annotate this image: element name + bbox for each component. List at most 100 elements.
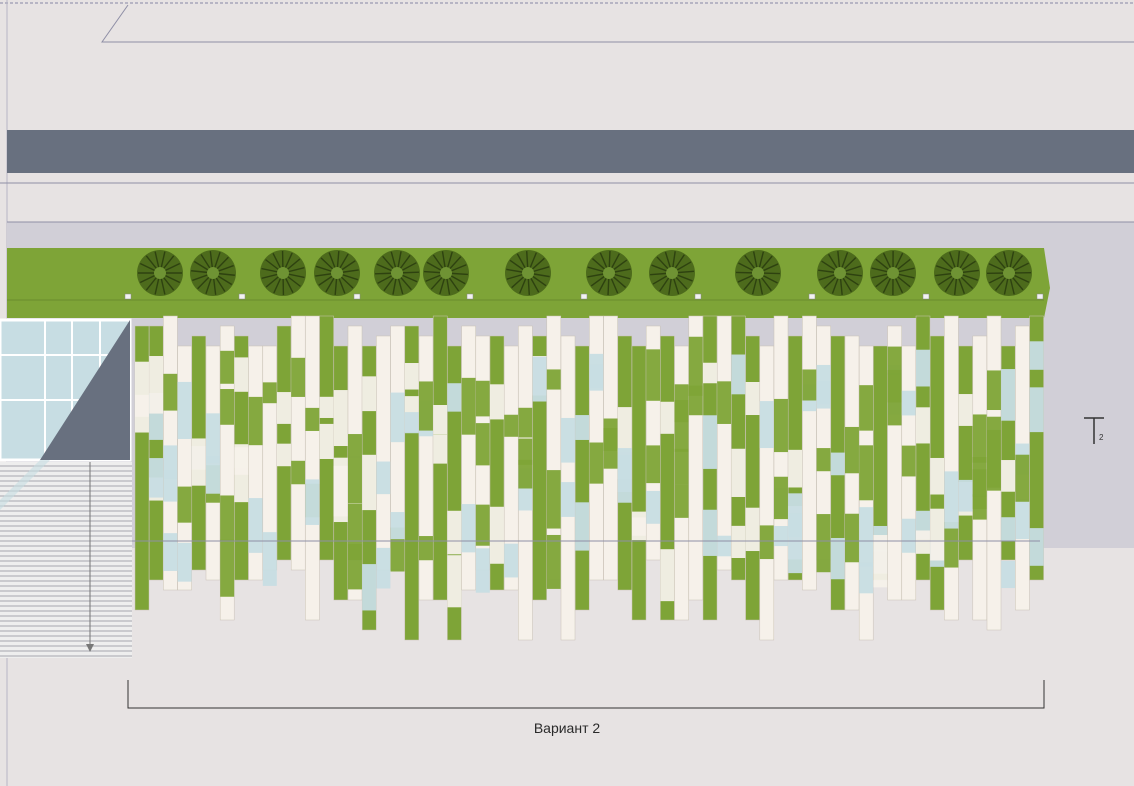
facade-panel-segment	[901, 445, 916, 477]
facade-panel-segment	[774, 476, 788, 520]
stair-diagonal	[0, 460, 50, 510]
facade-panel	[802, 315, 817, 591]
lamp-icon	[1036, 293, 1044, 300]
upper-area-outline	[101, 4, 1134, 43]
facade-panel-segment	[277, 392, 291, 424]
facade-panel-segment	[546, 369, 561, 390]
facade-panel	[290, 315, 306, 571]
facade-panel-segment	[632, 517, 646, 541]
facade-panel-segment	[419, 536, 433, 561]
facade-panel-segment	[163, 373, 178, 411]
facade-panel-segment	[262, 532, 277, 586]
facade-panel-segment	[461, 504, 476, 553]
facade-panel-segment	[589, 442, 604, 484]
facade-panel-segment	[958, 394, 973, 426]
dimension-bracket	[127, 680, 1045, 709]
facade-panel-segment	[291, 460, 306, 485]
facade-panel-segment	[916, 407, 930, 444]
facade-panel-segment	[561, 482, 575, 517]
facade-panel-segment	[859, 507, 874, 567]
facade-panel-segment	[206, 456, 220, 494]
facade-panel-segment	[149, 356, 164, 414]
facade-panel-segment	[703, 509, 717, 556]
facade-panel-segment	[617, 407, 632, 452]
facade-panel-segment	[731, 354, 746, 395]
facade-panel	[276, 325, 292, 561]
facade-panel-segment	[447, 510, 462, 555]
facade-panel	[631, 345, 647, 621]
ramp-triangle	[40, 320, 130, 460]
facade-panel-segment	[717, 535, 732, 557]
facade-panel-segment	[703, 415, 717, 469]
variant-caption: Вариант 2	[533, 720, 601, 736]
facade-panel-segment	[703, 362, 717, 384]
tree-icon	[934, 250, 980, 296]
facade-panel-segment	[135, 361, 149, 417]
facade-panel-segment	[546, 534, 561, 589]
tree-icon	[260, 250, 306, 296]
facade-panel-segment	[674, 484, 689, 518]
facade-panel-segment	[859, 385, 874, 431]
facade-panel-segment	[191, 438, 206, 486]
facade-panel-segment	[475, 423, 490, 466]
tree-icon	[505, 250, 551, 296]
facade-panel-segment	[688, 336, 703, 396]
facade-panel-segment	[1001, 460, 1016, 492]
facade-panel-segment	[916, 349, 930, 387]
facade-panel-segment	[845, 513, 859, 563]
tree-icon	[190, 250, 236, 296]
facade-panel-segment	[958, 479, 973, 512]
facade-panel-segment	[419, 381, 433, 431]
tree-icon	[586, 250, 632, 296]
facade-panel-segment	[1015, 499, 1030, 540]
facade-panel-segment	[333, 390, 348, 447]
facade-panel-segment	[987, 370, 1001, 411]
facade-panel-segment	[859, 562, 874, 594]
facade-panel-segment	[248, 498, 263, 553]
facade-panel-segment	[887, 369, 902, 403]
facade-panel-segment	[887, 346, 902, 375]
facade-panel-segment	[475, 548, 490, 593]
tree-icon	[649, 250, 695, 296]
tree-row	[137, 250, 1032, 296]
facade-panel-segment	[518, 438, 533, 465]
facade-panel-segment	[859, 445, 874, 501]
facade-panel	[418, 335, 434, 601]
lamp-icon	[238, 293, 246, 300]
facade-panel-segment	[475, 380, 490, 417]
facade-panel-segment	[830, 452, 845, 476]
facade-panel-segment	[745, 507, 760, 552]
facade-panel-segment	[646, 445, 661, 484]
facade-panel-segment	[220, 495, 235, 542]
facade-panel-segment	[348, 543, 362, 590]
facade-panel-segment	[1015, 454, 1030, 502]
facade-panel-segment	[646, 490, 661, 524]
lamp-icon	[922, 293, 930, 300]
tree-icon	[735, 250, 781, 296]
facade-panel-segment	[816, 448, 831, 472]
facade-panel-segment	[220, 389, 235, 425]
facade-panel-segment	[816, 364, 831, 409]
tree-icon	[423, 250, 469, 296]
facade-panel-segment	[972, 469, 987, 497]
facade-panel-segment	[617, 455, 632, 493]
facade-panel	[958, 345, 973, 561]
facade-panel-segment	[575, 415, 590, 440]
facade-panel-segment	[901, 518, 916, 553]
facade-panel-segment	[376, 547, 391, 589]
facade-panel	[759, 345, 775, 641]
lamp-icon	[466, 293, 474, 300]
section-marker-icon	[1084, 417, 1104, 444]
facade-panel-segment	[660, 549, 675, 602]
facade-panel-segment	[177, 381, 192, 439]
facade-panel	[944, 315, 959, 621]
section-marker-label: 2	[1099, 433, 1104, 442]
facade-panel-segment	[163, 533, 178, 571]
facade-panel-segment	[277, 443, 291, 467]
facade-panel-segment	[220, 350, 235, 384]
road	[7, 130, 1134, 173]
lamp-icon	[353, 293, 361, 300]
facade-panel-segment	[774, 525, 788, 547]
facade-panel-segment	[972, 414, 987, 463]
